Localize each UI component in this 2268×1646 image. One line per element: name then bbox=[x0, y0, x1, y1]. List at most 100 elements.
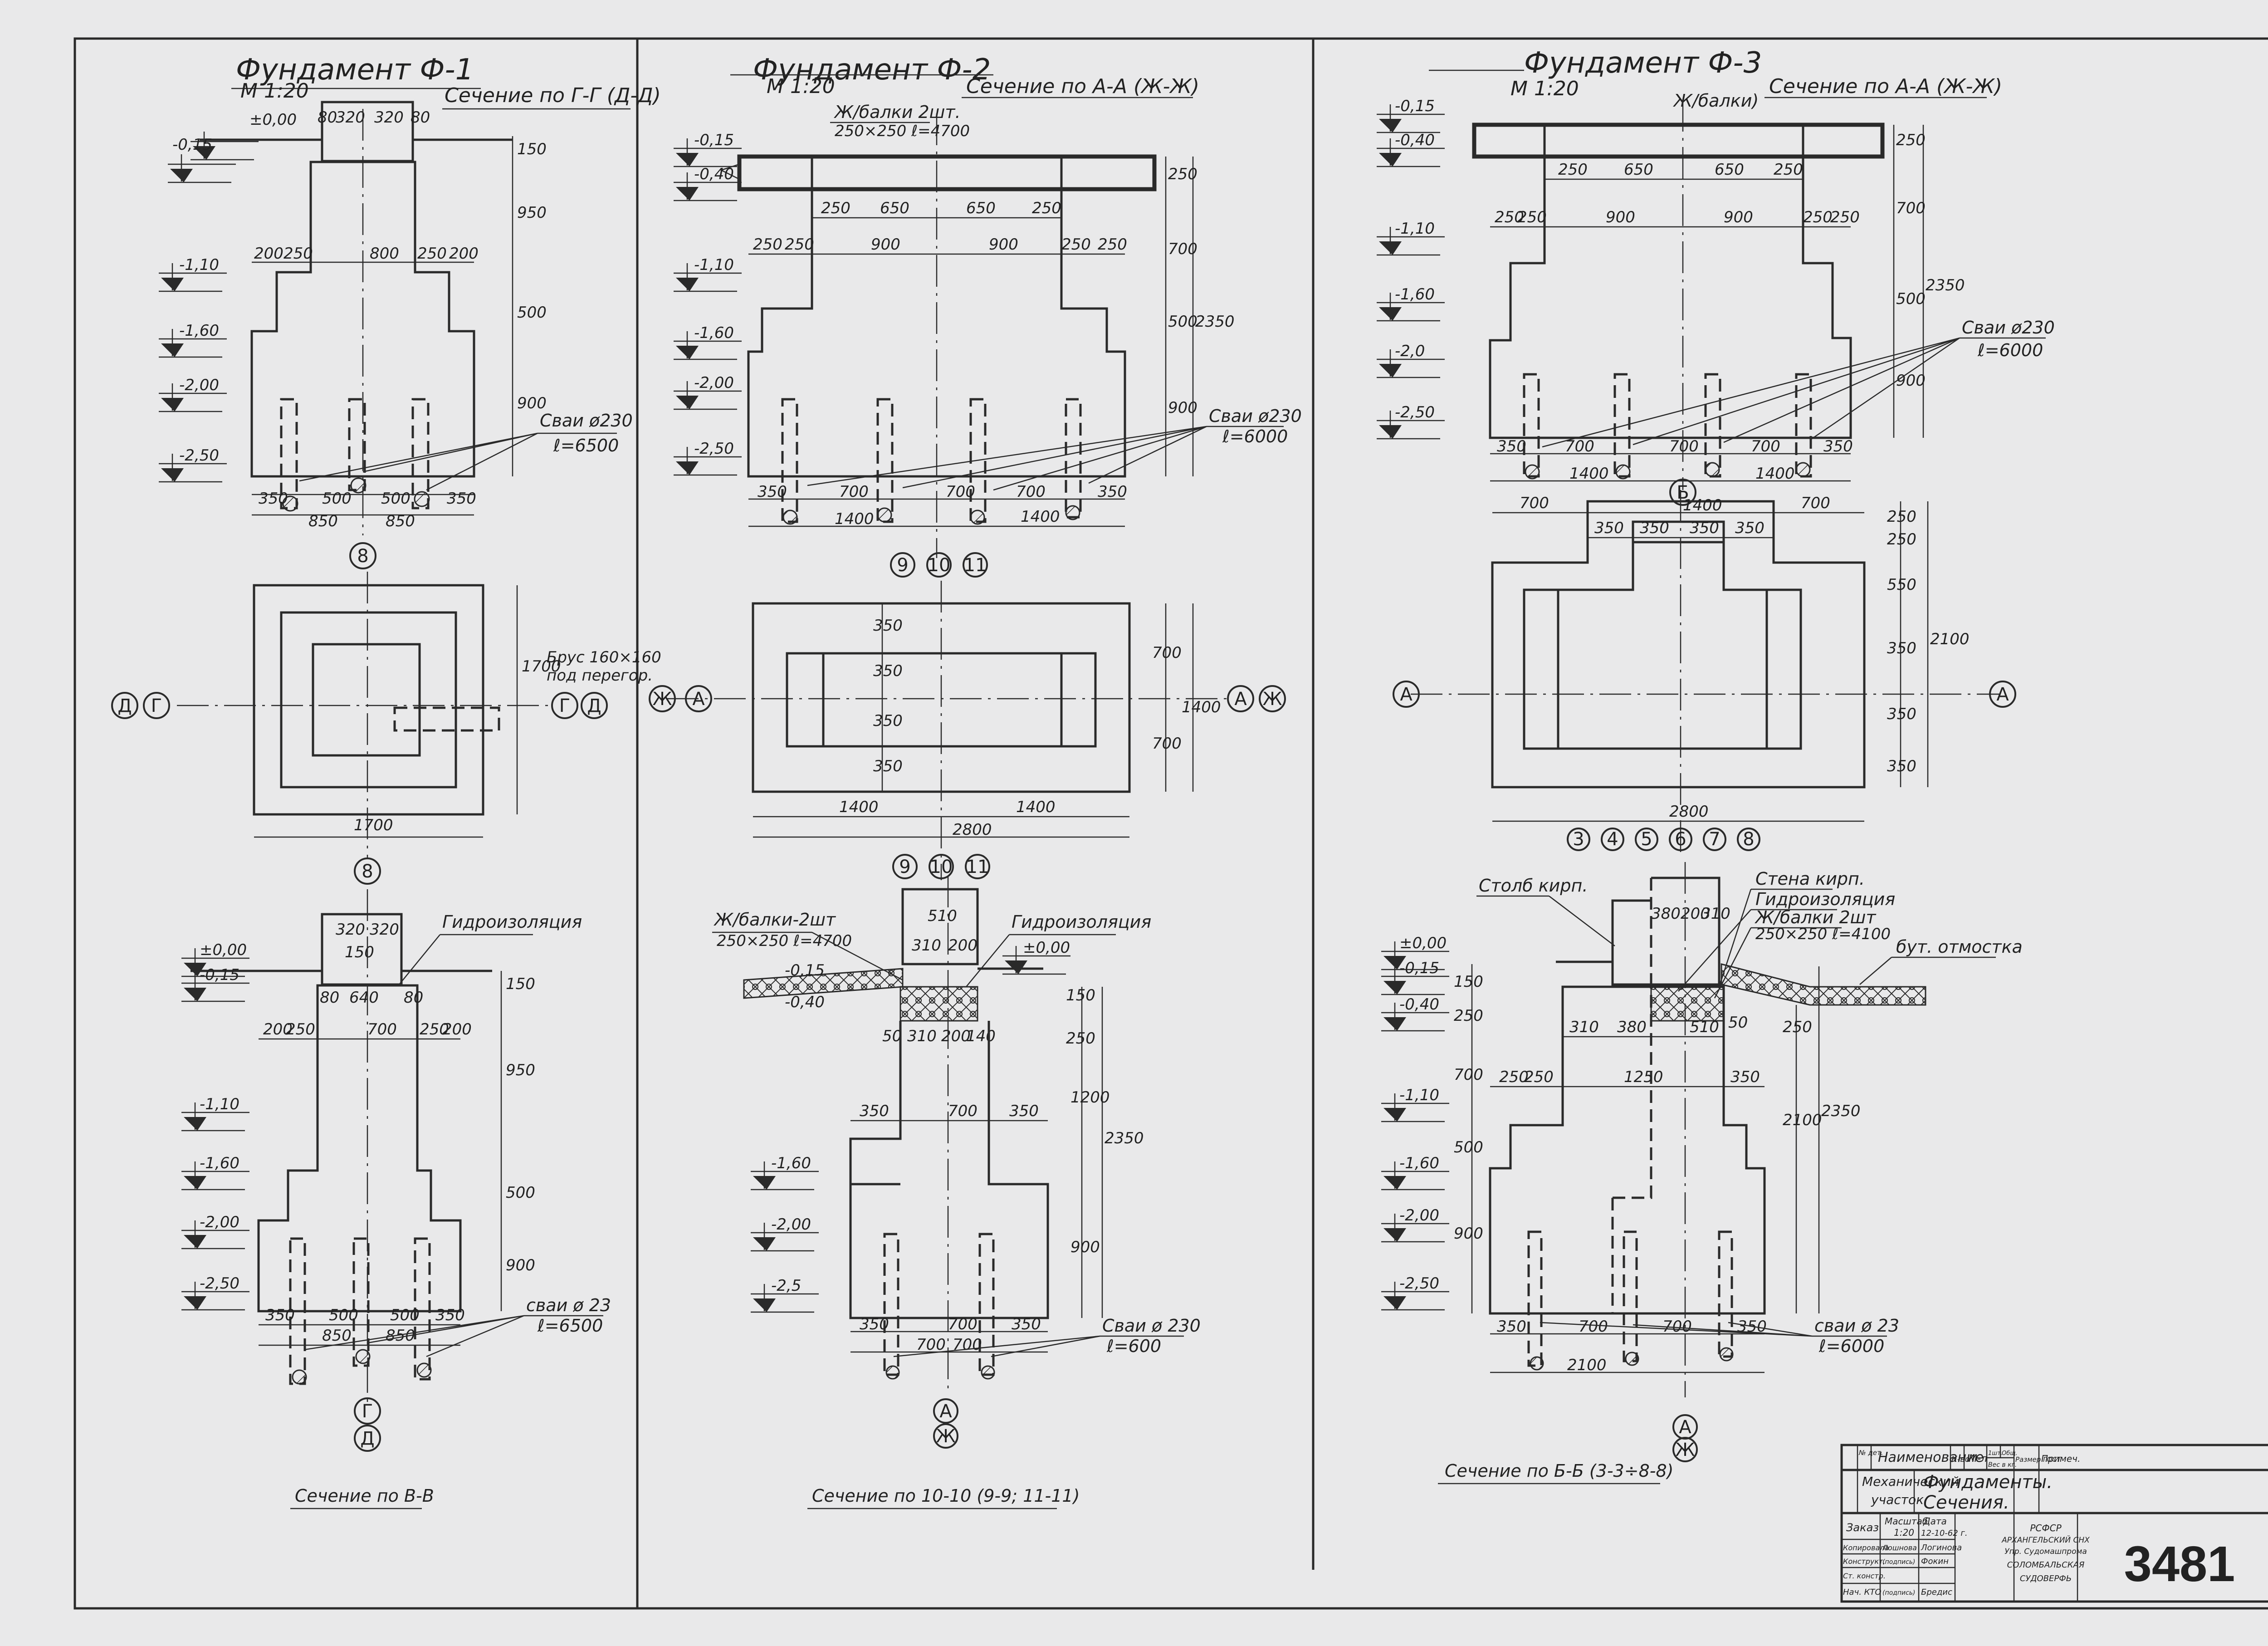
f2s-dim: 350 bbox=[1009, 1102, 1039, 1120]
f1-level-1: -0,15 bbox=[172, 136, 212, 154]
f1b-dim: 700 bbox=[367, 1020, 397, 1039]
f3-plan-dim: 350 bbox=[1594, 519, 1624, 537]
f1b-dim: 250 bbox=[420, 1020, 449, 1039]
f3s-dim: 250 bbox=[1783, 1018, 1812, 1036]
f2s-beam-size: 250×250 ℓ=4700 bbox=[717, 932, 852, 950]
f1-pile-length: ℓ=6500 bbox=[553, 436, 619, 456]
f1-plan-height: 1700 bbox=[522, 657, 561, 676]
f3-dim: 700 bbox=[1896, 199, 1926, 217]
f2s-level: -0,40 bbox=[785, 993, 825, 1011]
f2s-dim: 150 bbox=[1066, 986, 1095, 1004]
f2-level: -0,40 bbox=[694, 165, 734, 183]
f1-dim: 320 bbox=[374, 108, 404, 127]
f1b-level: ±0,00 bbox=[200, 941, 247, 959]
f3s-level: -0,15 bbox=[1399, 959, 1439, 977]
f2-level: -2,50 bbox=[694, 440, 734, 458]
f1b-dim: 250 bbox=[286, 1020, 315, 1039]
f2s-dim: 1200 bbox=[1070, 1088, 1110, 1107]
f3-plan-dim: 550 bbox=[1887, 576, 1916, 594]
f1-scale: М 1:20 bbox=[240, 79, 309, 103]
f3s-dim: 2350 bbox=[1821, 1102, 1861, 1120]
f2-main-section: 250 650 650 250 250 250 900 900 250 250 … bbox=[673, 113, 1302, 578]
f2-plan-dim: 1400 bbox=[1182, 698, 1221, 716]
f1-dim: 350 bbox=[259, 490, 288, 508]
tb-org: АРХАНГЕЛЬСКИЙ СНХ bbox=[2001, 1535, 2090, 1545]
f3s-dim: 900 bbox=[1454, 1225, 1483, 1243]
f3-dim: 700 bbox=[1669, 437, 1699, 456]
f2-plan-bubble: Ж bbox=[652, 689, 672, 710]
f3s-dim: 150 bbox=[1454, 973, 1483, 991]
f2s-dim: 700 bbox=[953, 1336, 982, 1354]
f3s-dim: 380 bbox=[1651, 905, 1681, 923]
f3s-level: -1,10 bbox=[1399, 1086, 1439, 1104]
f2-plan-bubble: 11 bbox=[966, 857, 989, 877]
f3s-dim: 310 bbox=[1701, 905, 1730, 923]
f3-dim: 500 bbox=[1896, 290, 1926, 308]
f1-plan-bubble: Г bbox=[151, 696, 162, 716]
f1b-pile-note: сваи ø 23 bbox=[526, 1295, 611, 1315]
f1-pile-note: Сваи ø230 bbox=[540, 411, 633, 431]
f2-dim: 350 bbox=[1098, 483, 1127, 501]
tb-weight-total: Общ. bbox=[2002, 1450, 2018, 1457]
f1b-dim: 500 bbox=[329, 1306, 358, 1324]
tb-section-name: участок. bbox=[1871, 1492, 1928, 1507]
tb-name: Логинова bbox=[1921, 1543, 1962, 1553]
f2-plan-dim: 1400 bbox=[839, 798, 879, 816]
f1b-bubble: Д bbox=[360, 1428, 374, 1449]
f3s-dim: 310 bbox=[1569, 1018, 1599, 1036]
f2-section-10: 510 310 200 Ж/балки-2шт 250×250 ℓ=4700 Г… bbox=[712, 876, 1201, 1509]
f3-section-b: Столб кирп. Стена кирп. Гидроизоляция Ж/… bbox=[1380, 862, 2023, 1484]
f2s-dim: 350 bbox=[860, 1315, 889, 1333]
tb-scale-label: Масштаб bbox=[1885, 1516, 1928, 1527]
f2-plan-dim: 700 bbox=[1152, 735, 1182, 753]
tb-role: Конструкт. bbox=[1843, 1557, 1885, 1566]
f2s-pile-note: Сваи ø 230 bbox=[1102, 1316, 1201, 1336]
f1b-dim: 350 bbox=[265, 1306, 295, 1324]
f3-dim: 250 bbox=[1558, 161, 1588, 179]
f3-dim: 650 bbox=[1715, 161, 1744, 179]
f2s-dim: 510 bbox=[928, 907, 957, 925]
f3-plan-dim: 350 bbox=[1640, 519, 1669, 537]
f3-plan-dim: 350 bbox=[1887, 757, 1916, 775]
f2-dim: 250 bbox=[785, 235, 814, 254]
f2-dim: 900 bbox=[871, 235, 900, 254]
f2-dim: 250 bbox=[1168, 165, 1198, 183]
f2s-dim: 200 bbox=[948, 936, 978, 955]
f2s-level: -1,60 bbox=[771, 1154, 811, 1172]
f1-plan-bubble: Г bbox=[559, 696, 570, 716]
f2-dim: 250 bbox=[821, 199, 850, 217]
f1b-dim: 150 bbox=[506, 975, 535, 993]
f2-scale: М 1:20 bbox=[767, 75, 835, 98]
f2s-dim: 900 bbox=[1070, 1238, 1100, 1256]
f3-plan-bubble: 4 bbox=[1607, 829, 1618, 850]
f3-plan-dim: 350 bbox=[1887, 639, 1916, 657]
f2-axis-bubbles: 9 10 11 bbox=[890, 552, 988, 578]
f2s-dim: 140 bbox=[966, 1027, 996, 1045]
f3s-dim: 250 bbox=[1524, 1068, 1554, 1086]
f3-dim: 250 bbox=[1830, 208, 1860, 226]
f3-plan-bubble: 8 bbox=[1743, 829, 1754, 850]
f1-dim: 500 bbox=[517, 304, 547, 322]
f3s-dim: 350 bbox=[1730, 1068, 1760, 1086]
f3-plan: 700 1400 700 350 350 350 350 250 250 550… bbox=[1393, 490, 2016, 857]
tb-name: Бредис bbox=[1921, 1587, 1952, 1597]
tb-doc-title: Фундаменты. bbox=[1923, 1472, 2053, 1493]
f1-dim: 900 bbox=[517, 394, 547, 412]
f1-dim: 320 bbox=[336, 108, 365, 127]
f3s-beam-size: 250×250 ℓ=4100 bbox=[1755, 925, 1891, 943]
f3-dim: 900 bbox=[1724, 208, 1753, 226]
f1-dim: 500 bbox=[322, 490, 352, 508]
tb-size-header: Размер ГОСТ bbox=[2015, 1455, 2062, 1464]
f3-plan-dim: 1400 bbox=[1683, 496, 1722, 514]
f1-axis-label: 8 bbox=[357, 546, 368, 567]
tb-doc-title: Сечения. bbox=[1923, 1492, 2009, 1513]
f1b-dim: 500 bbox=[506, 1184, 535, 1202]
tb-org: РСФСР bbox=[2030, 1523, 2062, 1533]
f1b-level: -1,60 bbox=[200, 1154, 240, 1172]
f3s-caption: Сечение по Б-Б (3-3÷8-8) bbox=[1445, 1461, 1673, 1481]
f1-dim: 80 bbox=[318, 108, 337, 127]
f2-header: Фундамент Ф-2 М 1:20 Сечение по А-А (Ж-Ж… bbox=[730, 53, 1199, 140]
f1b-dim: 950 bbox=[506, 1061, 535, 1079]
f3-dim: 700 bbox=[1565, 437, 1594, 456]
f2-plan-bubble: 10 bbox=[930, 857, 953, 877]
